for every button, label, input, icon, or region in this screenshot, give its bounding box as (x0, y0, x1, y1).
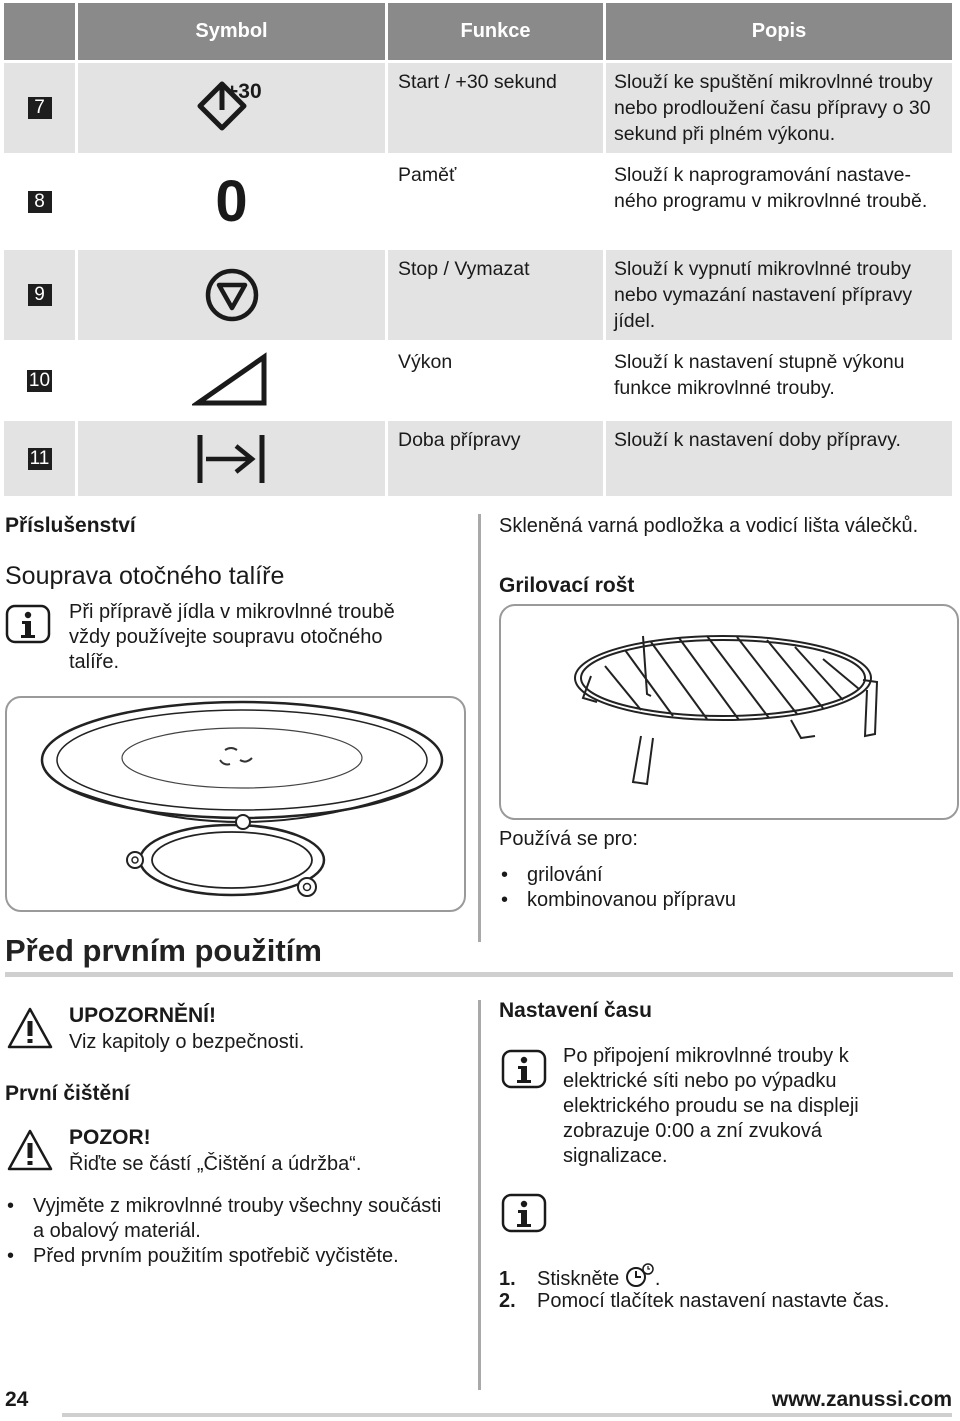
website-link[interactable]: www.zanussi.com (771, 1388, 952, 1411)
row-number: 7 (27, 97, 52, 119)
table-header: Symbol Funkce Popis (4, 3, 952, 60)
header-description: Popis (606, 3, 952, 60)
page-number: 24 (5, 1388, 29, 1411)
plus-30-label: +30 (226, 80, 262, 103)
table-row: 8 0 Paměť Slouží k naprogramování nastav… (4, 153, 952, 247)
row-number: 10 (26, 369, 53, 392)
caution-icon (7, 1129, 53, 1171)
step-text: Pomocí tlačítek nastavení nastavte čas. (537, 1290, 890, 1312)
grill-rack-illustration (574, 635, 879, 786)
info-icon (501, 1193, 547, 1233)
function-label: Start / +30 sekund (388, 63, 606, 153)
function-label: Paměť (388, 156, 606, 247)
grill-rack-heading: Grilovací rošt (499, 574, 635, 597)
time-step-2: 2. Pomocí tlačítek nastavení nastavte čas… (499, 1289, 889, 1314)
header-function: Funkce (388, 3, 606, 60)
row-number: 11 (27, 447, 52, 470)
list-item: Před prvním použitím spotřebič vyčistěte… (5, 1244, 455, 1269)
table-row: 9 Stop / Vymazat Slouží k vypnutí mikrov… (4, 247, 952, 340)
function-description: Slouží k nastavení stupně výkonu funkce … (606, 343, 952, 418)
table-row: 10 Výkon Slouží k nastavení stupně výkon… (4, 340, 952, 418)
step-number: 2. (499, 1290, 516, 1312)
caution-text: Řiďte se částí „Čištění a údržba“. (69, 1153, 362, 1175)
accessories-heading: Příslušenství (5, 514, 136, 537)
table-row: 11 Doba přípravy Slouží k nastavení doby… (4, 418, 952, 496)
step-number: 1. (499, 1268, 516, 1290)
time-step-1: 1. Stiskněte . (499, 1263, 660, 1292)
turntable-illustration-panel (5, 696, 466, 912)
function-table: Symbol Funkce Popis 7 +30 Start / +30 se… (4, 3, 952, 496)
step-text: Stiskněte (537, 1268, 620, 1290)
glass-tray-text: Skleněná varná podložka a vodicí lišta v… (499, 515, 919, 537)
info-icon (501, 1049, 547, 1089)
function-label: Výkon (388, 343, 606, 418)
start-plus30-icon: +30 (197, 80, 262, 131)
stop-icon (205, 268, 258, 322)
caution-title: POZOR! (69, 1126, 151, 1149)
function-label: Stop / Vymazat (388, 250, 606, 340)
warning-text: Viz kapitoly o bezpečnosti. (69, 1031, 305, 1053)
turntable-set-heading: Souprava otočného talíře (5, 562, 285, 590)
section-rule (5, 972, 953, 977)
warning-title: UPOZORNĚNÍ! (69, 1004, 216, 1027)
function-description: Slouží k nastavení doby přípravy. (606, 421, 952, 496)
warning-icon (7, 1007, 53, 1049)
time-setting-info-text: Po připojení mikrovlnné trouby k elektri… (563, 1045, 859, 1167)
grill-uses-list: grilování kombinovanou přípravu (499, 863, 736, 913)
first-cleaning-heading: První čištění (5, 1082, 130, 1105)
list-item: Vyjměte z mikrovlnné trouby všechny souč… (5, 1194, 455, 1244)
table-row: 7 +30 Start / +30 sekund Slouží ke spušt… (4, 60, 952, 153)
function-description: Slouží ke spuštění mikrovlnné trou­by ne… (606, 63, 952, 153)
row-number: 9 (27, 284, 52, 306)
before-first-use-heading: Před prvním použitím (5, 933, 322, 968)
row-number: 8 (27, 190, 52, 213)
column-divider (478, 514, 481, 942)
column-divider (478, 1000, 481, 1390)
function-description: Slouží k vypnutí mikrovlnné trouby nebo … (606, 250, 952, 340)
first-cleaning-steps: Vyjměte z mikrovlnné trouby všechny souč… (5, 1194, 455, 1269)
step-end: . (654, 1268, 661, 1290)
turntable-info-text: Při přípravě jídla v mikrovlnné troubě v… (69, 601, 395, 673)
function-description: Slouží k naprogramování nastave­ného pro… (606, 156, 952, 247)
memory-zero-icon: 0 (215, 168, 248, 234)
grill-rack-illustration-panel (499, 604, 959, 820)
arrow-to-bar-icon (197, 434, 264, 483)
header-blank (4, 3, 78, 60)
list-item: grilování (499, 863, 736, 888)
clock-button-icon (625, 1263, 654, 1287)
list-item: kombinovanou přípravu (499, 888, 736, 913)
time-setting-heading: Nastavení času (499, 999, 652, 1022)
used-for-label: Používá se pro: (499, 828, 638, 850)
turntable-illustration (40, 700, 444, 897)
header-symbol: Symbol (78, 3, 388, 60)
power-wedge-icon (191, 351, 266, 405)
function-label: Doba přípravy (388, 421, 606, 496)
footer-rule (62, 1413, 952, 1417)
info-icon (5, 604, 51, 644)
